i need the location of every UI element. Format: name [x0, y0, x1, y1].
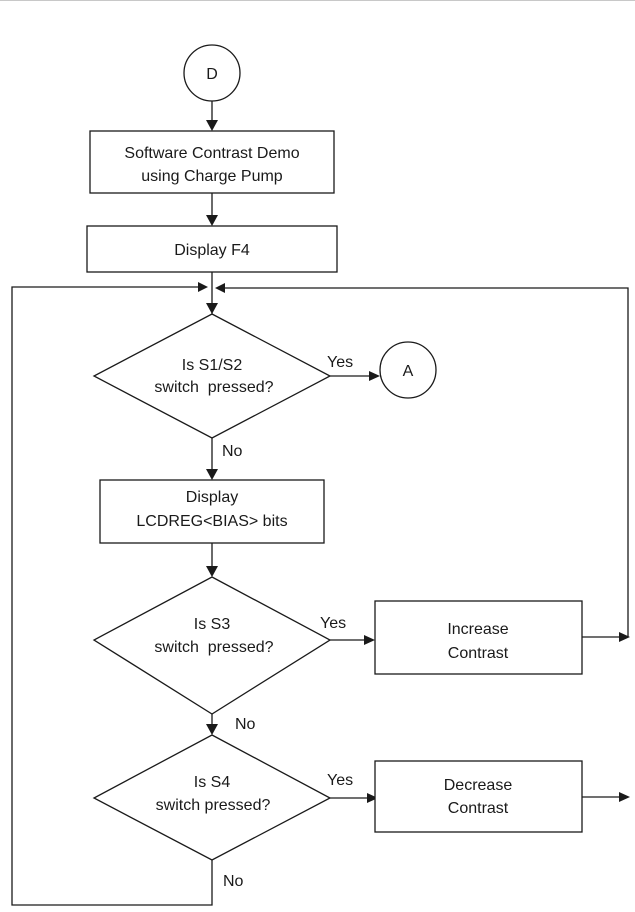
- decision-s1s2-line1: Is S1/S2: [182, 357, 243, 374]
- connector-a-label: A: [403, 363, 414, 380]
- process-contrast-demo-box: [89, 130, 335, 194]
- process-decrease-contrast-box: [374, 760, 583, 833]
- decision-s1s2: Is S1/S2 switch pressed? Yes No: [92, 313, 353, 460]
- arrow-head-demo: [206, 120, 218, 131]
- connector-d-circle: [183, 44, 241, 102]
- decision-s4-yes-label: Yes: [327, 772, 353, 789]
- decision-s3-line1: Is S3: [194, 616, 231, 633]
- arrow-head-loop-left: [198, 282, 208, 292]
- decision-s3-yes-label: Yes: [320, 615, 346, 632]
- arrow-head-decrease: [367, 793, 378, 803]
- decision-s4-no-label: No: [223, 873, 244, 890]
- process-increase-contrast-box: [374, 600, 583, 675]
- decision-s1s2-diamond: [92, 313, 332, 439]
- connector-a-circle: [379, 341, 437, 399]
- decision-s3-no-label: No: [235, 716, 256, 733]
- decision-s3-line2: switch pressed?: [154, 639, 273, 656]
- decision-s1s2-yes-label: Yes: [327, 354, 353, 371]
- process-contrast-demo-line2: using Charge Pump: [141, 168, 283, 185]
- arrow-head-connector-a: [369, 371, 380, 381]
- connector-a: A: [379, 341, 437, 399]
- flow-lines: [11, 99, 629, 906]
- arrow-head-right-bus-upper: [619, 632, 630, 642]
- decision-s4-diamond: [92, 734, 332, 861]
- top-rule: [0, 0, 635, 1]
- arrow-head-s1s2: [206, 303, 218, 314]
- process-decrease-contrast-line1: Decrease: [444, 777, 513, 794]
- arrow-head-s4: [206, 724, 218, 735]
- arrow-head-loop-right: [215, 283, 225, 293]
- decision-s1s2-line2: switch pressed?: [154, 379, 273, 396]
- process-display-bias-line1: Display: [186, 489, 238, 506]
- arrow-head-increase: [364, 635, 375, 645]
- process-increase-contrast: Increase Contrast: [374, 600, 583, 675]
- process-decrease-contrast-line2: Contrast: [448, 800, 509, 817]
- arrow-head-display-f4: [206, 215, 218, 226]
- connector-d-label: D: [206, 66, 218, 83]
- process-contrast-demo-line1: Software Contrast Demo: [124, 145, 299, 162]
- process-display-bias-box: [99, 479, 325, 544]
- arrow-heads: [198, 120, 630, 803]
- arrow-head-display-bias: [206, 469, 218, 480]
- line-s4-no-loop-back: [11, 286, 213, 906]
- arrow-head-right-bus-lower: [619, 792, 630, 802]
- process-display-f4: Display F4: [86, 225, 338, 273]
- process-decrease-contrast: Decrease Contrast: [374, 760, 583, 833]
- process-display-f4-label: Display F4: [174, 242, 250, 259]
- decision-s3-diamond: [92, 576, 332, 715]
- connector-d: D: [183, 44, 241, 102]
- process-display-bias: Display LCDREG<BIAS> bits: [99, 479, 325, 544]
- decision-s4-line2: switch pressed?: [156, 797, 271, 814]
- decision-s1s2-no-label: No: [222, 443, 243, 460]
- process-contrast-demo: Software Contrast Demo using Charge Pump: [89, 130, 335, 194]
- process-display-f4-box: [86, 225, 338, 273]
- process-increase-contrast-line2: Contrast: [448, 645, 509, 662]
- decision-s4-line1: Is S4: [194, 774, 231, 791]
- arrow-head-s3: [206, 566, 218, 577]
- line-right-loop-back: [225, 287, 629, 637]
- process-display-bias-line2: LCDREG<BIAS> bits: [136, 513, 287, 530]
- process-increase-contrast-line1: Increase: [447, 621, 508, 638]
- decision-s4: Is S4 switch pressed? Yes No: [92, 734, 353, 890]
- decision-s3: Is S3 switch pressed? Yes No: [92, 576, 346, 733]
